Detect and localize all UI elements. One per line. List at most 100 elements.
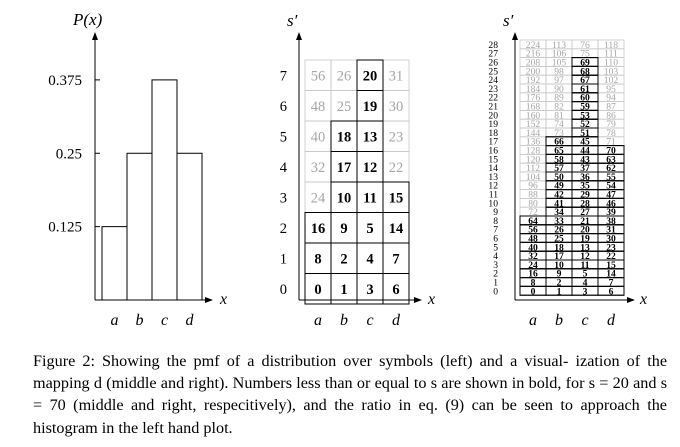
bar-a [101,226,128,301]
cell-value: 80 [528,198,538,209]
middle-ylabel: s′ [287,11,298,30]
cell-value: 7 [392,251,399,267]
figure-caption: Figure 2: Showing the pmf of a distribut… [33,350,667,439]
cell-value: 72 [528,207,538,218]
cell-value: 4 [583,277,588,288]
row-label: 6 [280,99,287,115]
cell-value: 104 [526,172,541,183]
cell-value: 98 [554,66,564,77]
cell-value: 0 [314,282,321,298]
cell-value: 105 [552,57,567,68]
middle-xlabel: x [427,291,435,308]
cell-value: 90 [554,84,564,95]
row-label: 6 [493,233,498,244]
middle-x-arrow [414,297,422,303]
row-label: 4 [280,160,288,176]
right-y-arrow [512,32,518,40]
row-label: 5 [280,129,287,145]
cell-value: 79 [606,119,616,130]
cell-value: 71 [606,137,616,148]
cell-value: 110 [604,57,618,68]
cell-value: 64 [528,216,538,227]
cell-value: 36 [580,172,590,183]
category-label: c [161,312,168,329]
cell-value: 65 [554,145,564,156]
cell-value: 22 [389,160,404,176]
cell-value: 82 [554,101,564,112]
left-y-arrow [92,32,98,40]
cell-value: 160 [526,110,541,121]
cell-value: 26 [554,225,564,236]
cell-value: 30 [389,99,404,115]
cell-value: 103 [604,66,619,77]
row-label: 8 [493,216,498,227]
cell-value: 224 [526,40,541,51]
row-label: 27 [488,49,498,60]
cell-value: 12 [580,251,590,262]
cell-value: 54 [606,181,616,192]
cell-value: 56 [528,225,538,236]
row-label: 25 [488,66,498,77]
cell-value: 17 [554,251,564,262]
row-label: 17 [488,137,498,148]
cell-value: 38 [606,216,616,227]
cell-value: 11 [363,190,377,206]
cell-value: 33 [554,216,564,227]
row-label: 3 [493,260,498,271]
row-label: 15 [488,154,498,165]
cell-value: 6 [609,286,614,297]
cell-value: 25 [554,233,564,244]
cell-value: 24 [311,190,326,206]
category-label: b [340,312,348,329]
cell-value: 136 [526,137,541,148]
cell-value: 15 [606,260,616,271]
cell-value: 10 [554,260,564,271]
cell-value: 62 [606,163,616,174]
cell-value: 14 [389,221,404,237]
row-label: 19 [488,119,498,130]
cell-value: 21 [580,216,590,227]
cell-value: 50 [554,172,564,183]
cell-value: 17 [337,160,352,176]
cell-value: 9 [557,269,562,280]
cell-value: 8 [531,277,536,288]
cell-value: 22 [606,251,616,262]
cell-value: 60 [580,93,590,104]
cell-value: 5 [366,221,373,237]
cell-value: 70 [606,145,616,156]
cell-value: 27 [580,207,590,218]
cell-value: 152 [526,119,541,130]
cell-value: 5 [583,269,588,280]
cell-value: 144 [526,128,541,139]
y-tick-label: 0.25 [56,146,82,162]
cell-value: 40 [528,242,538,253]
cell-value: 53 [580,110,590,121]
cell-value: 1 [340,282,347,298]
cell-value: 18 [554,242,564,253]
cell-value: 7 [609,277,614,288]
row-label: 2 [493,269,498,280]
right-xlabel: x [639,291,647,308]
cell-value: 4 [366,251,373,267]
cell-value: 16 [311,221,326,237]
row-label: 13 [488,172,498,183]
y-tick-label: 0.125 [48,220,82,236]
cell-value: 3 [583,286,588,297]
cell-value: 35 [580,181,590,192]
row-label: 11 [489,189,498,200]
cell-value: 94 [606,93,616,104]
category-label: d [607,312,616,329]
cell-value: 208 [526,57,541,68]
middle-y-arrow [296,32,302,40]
row-label: 22 [488,93,498,104]
cell-value: 25 [337,99,352,115]
cell-value: 12 [363,160,378,176]
row-label: 16 [488,145,498,156]
cell-value: 13 [580,242,590,253]
cell-value: 40 [311,129,326,145]
cell-value: 8 [314,251,321,267]
cell-value: 168 [526,101,541,112]
row-label: 0 [280,282,287,298]
cell-value: 13 [363,129,378,145]
